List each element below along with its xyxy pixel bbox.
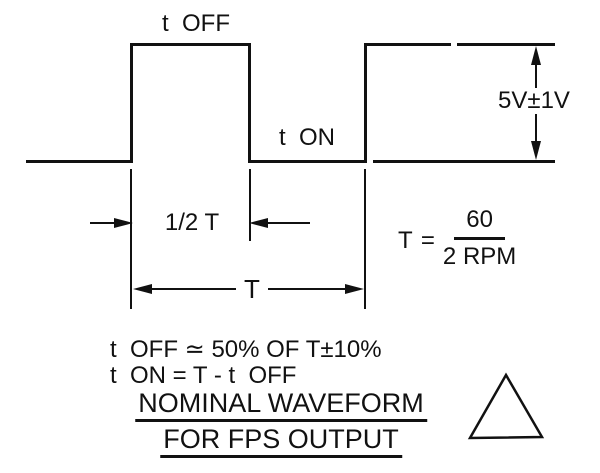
formula-lhs: T = [398,226,436,254]
waveform-baseline-left [26,160,133,163]
voltage-arrow-down-icon [531,141,541,160]
half-period-arrow-left-icon [249,218,268,228]
waveform-high-segment-1 [130,43,251,46]
diagram-title: NOMINAL WAVEFORM FOR FPS OUTPUT [135,388,427,460]
t-on-label: t ON [278,124,336,151]
period-dim-line-left [146,288,236,290]
note-t-on: t ON = T - t OFF [110,362,297,389]
low-level-reference-line [373,160,555,163]
formula-fraction: 60 2 RPM [443,205,516,272]
note-t-off: t OFF ≃ 50% OF T±10% [110,336,382,363]
waveform-low-segment [248,160,367,163]
t-off-label: t OFF [162,10,230,37]
half-period-dim-line-left [90,222,118,224]
half-period-dim-line-right [262,222,310,224]
title-line-2: FOR FPS OUTPUT [135,424,427,458]
notes-block: t OFF ≃ 50% OF T±10% t ON = T - t OFF [110,337,382,389]
half-period-label: 1/2 T [164,209,220,236]
formula-numerator: 60 [454,205,505,240]
revision-triangle-icon [464,369,549,449]
period-formula: T = 60 2 RPM [398,205,516,272]
extension-line-left [130,169,132,309]
high-level-reference-line [457,43,555,46]
period-arrow-right-icon [345,284,364,294]
waveform-falling-edge-1 [248,43,251,163]
waveform-rising-edge-2 [364,43,367,163]
formula-denominator: 2 RPM [442,243,517,270]
waveform-high-segment-2 [364,43,451,46]
extension-line-mid [249,169,251,241]
period-label: T [242,274,262,304]
title-line-1: NOMINAL WAVEFORM [135,388,427,422]
waveform-rising-edge-1 [130,43,133,163]
period-arrow-left-icon [133,284,152,294]
period-dim-line-right [268,288,350,290]
voltage-tolerance-label: 5V±1V [495,87,573,115]
half-period-arrow-right-icon [114,218,133,228]
extension-line-right [364,169,366,309]
